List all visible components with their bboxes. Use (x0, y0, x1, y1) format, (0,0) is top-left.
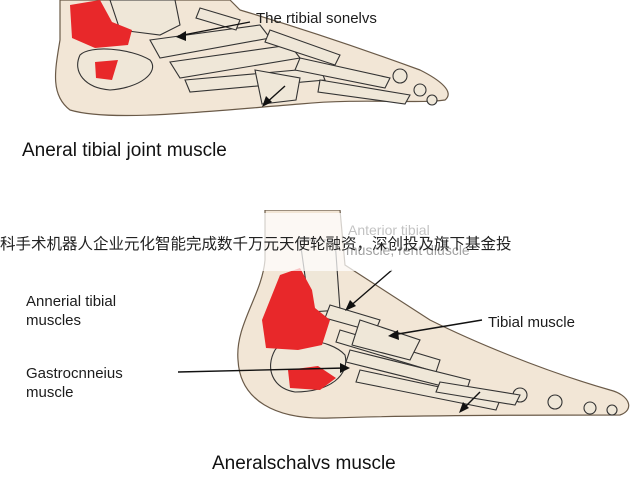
overlay-banner-text: 科手术机器人企业元化智能完成数千万元天使轮融资，深创投及旗下基金投 (0, 235, 512, 253)
bottom-muscle-highlights (262, 268, 336, 390)
top-foot-illustration (54, 0, 449, 117)
bottom-label-gastrocnemius: Gastrocnneius muscle (26, 365, 123, 401)
bottom-caption: Aneralschalvs muscle (212, 453, 396, 474)
faint-label-line1: Anterior tibial (348, 222, 430, 238)
top-caption: Aneral tibial joint muscle (22, 140, 227, 161)
faint-label-line2: muscle, rent dluscle (346, 242, 470, 258)
top-callout-label: The rtibial sonelvs (256, 10, 377, 27)
bottom-label-anterior-tibial: Annerial tibial muscles (26, 293, 117, 329)
top-muscle-highlights (70, 0, 132, 80)
top-diagram-panel: The rtibial sonelvs Aneral tibial joint … (0, 0, 640, 210)
overlay-banner (0, 213, 640, 271)
bottom-label-tibial-muscle: Tibial muscle (488, 314, 575, 331)
